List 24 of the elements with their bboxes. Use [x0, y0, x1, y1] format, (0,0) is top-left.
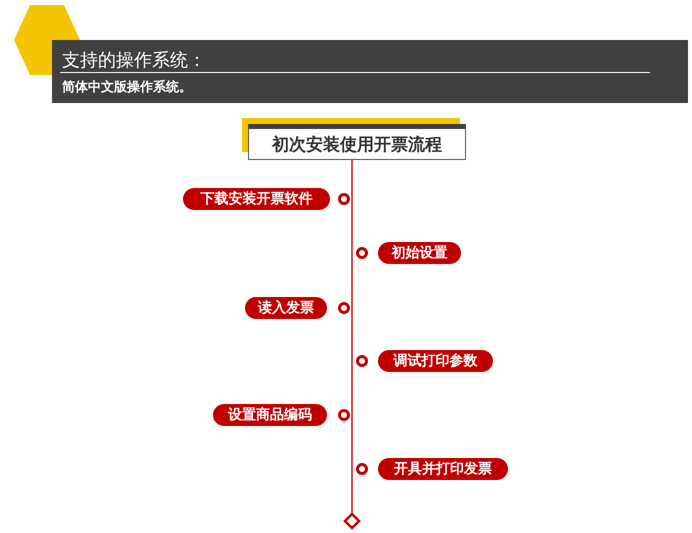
step-pill: 下载安装开票软件 — [183, 188, 330, 210]
circle-marker — [338, 409, 350, 421]
timeline-line — [351, 160, 353, 199]
timeline-line — [351, 308, 353, 361]
title-box: 初次安装使用开票流程 — [248, 124, 466, 160]
circle-marker — [338, 193, 350, 205]
timeline-line — [351, 361, 353, 415]
description-text: 简体中文版操作系统。 — [62, 78, 192, 96]
circle-marker — [356, 355, 368, 367]
timeline-line — [351, 253, 353, 308]
circle-marker — [356, 463, 368, 475]
timeline-line — [351, 469, 353, 514]
circle-marker — [356, 247, 368, 259]
step-pill: 初始设置 — [378, 242, 461, 264]
heading-text: 支持的操作系统： — [62, 49, 206, 72]
step-pill: 设置商品编码 — [213, 404, 327, 426]
timeline-line — [351, 199, 353, 253]
step-pill: 开具并打印发票 — [378, 458, 508, 480]
step-pill: 读入发票 — [245, 297, 327, 319]
header-band — [52, 40, 688, 103]
end-diamond — [343, 512, 361, 530]
circle-marker — [338, 302, 350, 314]
step-pill: 调试打印参数 — [378, 350, 493, 372]
timeline-line — [351, 415, 353, 469]
